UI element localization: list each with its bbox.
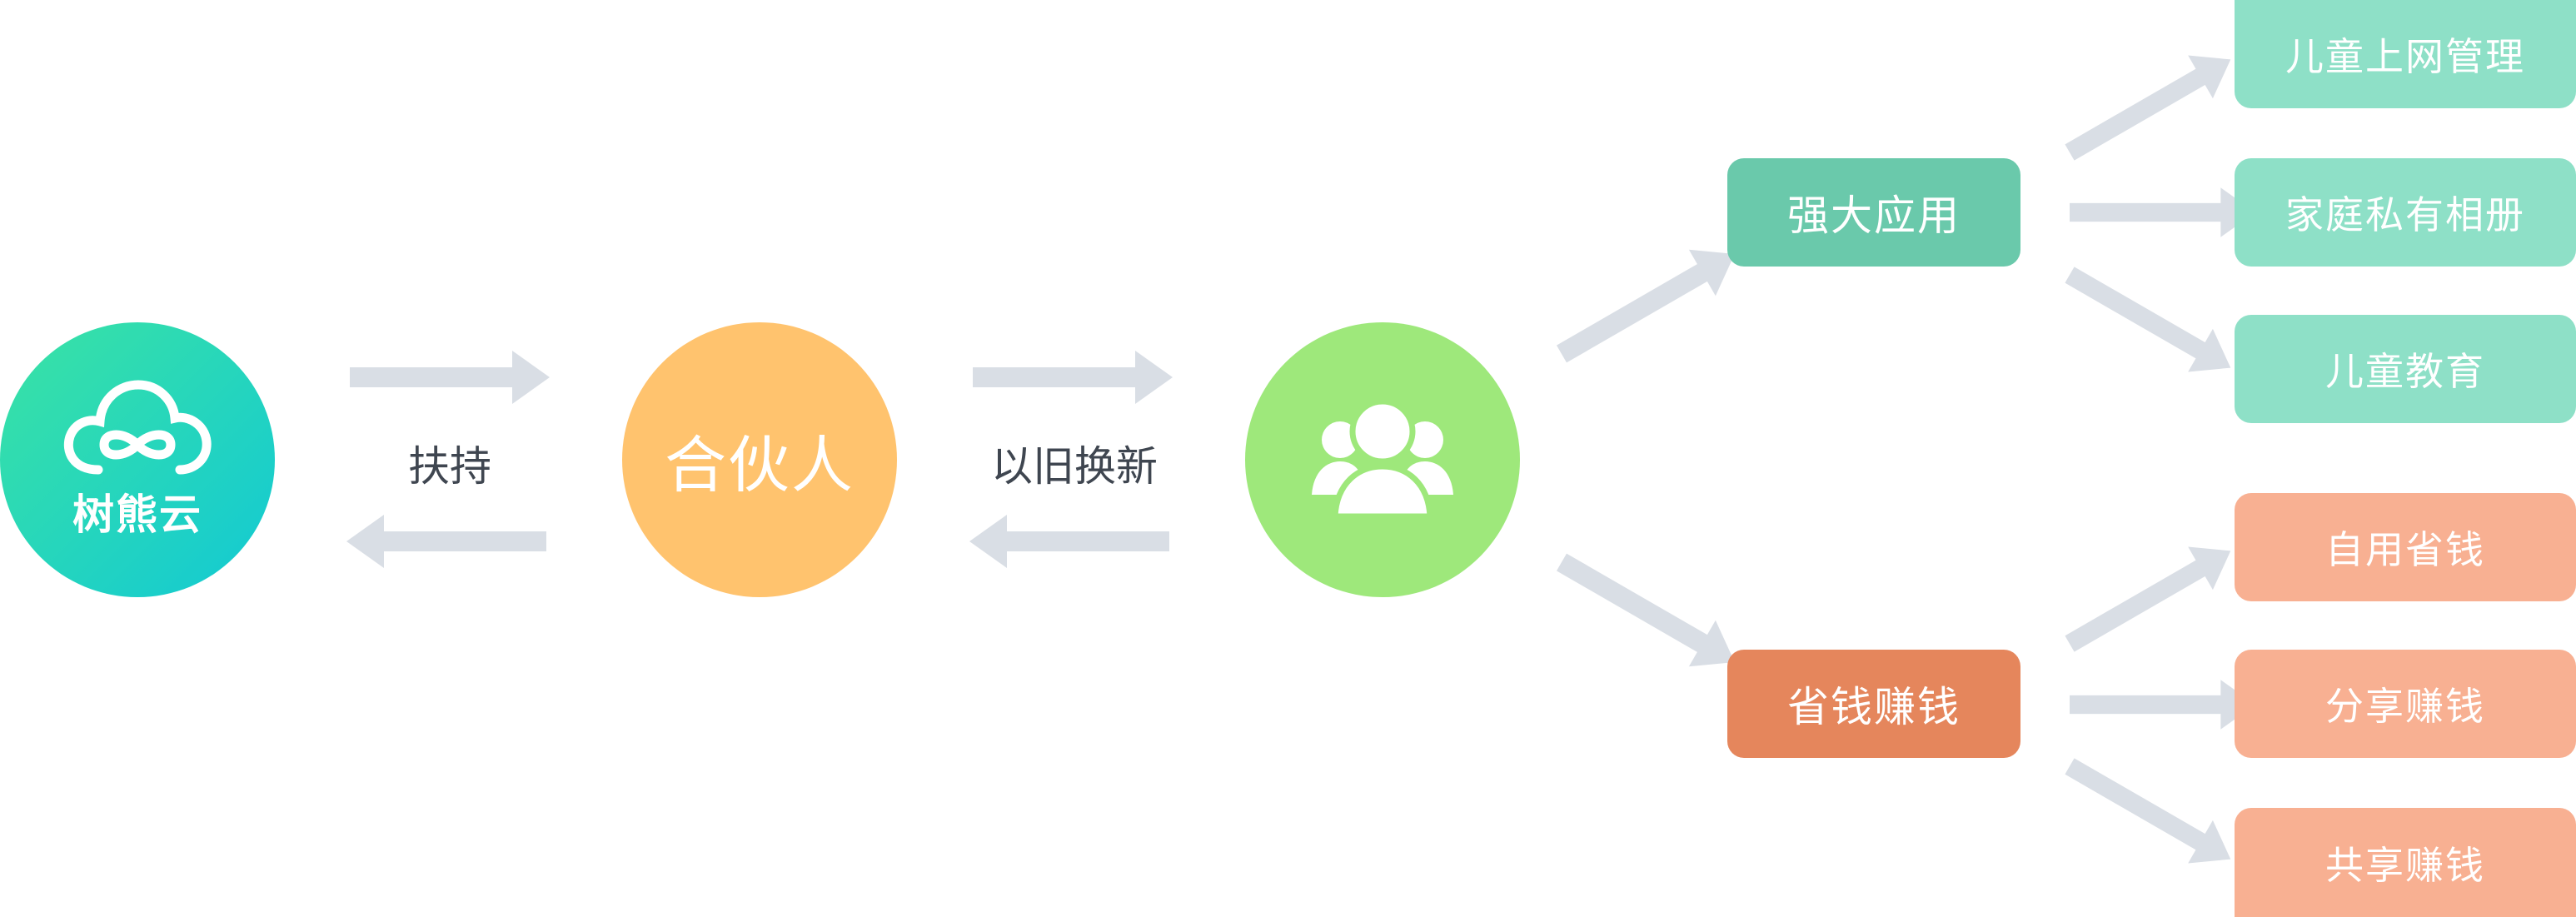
apps-item-child-education: 儿童教育 — [2235, 315, 2576, 423]
apps-item-parental-control: 儿童上网管理 — [2235, 0, 2576, 108]
partner-label: 合伙人 — [665, 429, 855, 501]
arrow-users-to-partner — [969, 515, 1169, 568]
arrow-apps-item-2 — [2070, 187, 2256, 237]
brand-node: 树熊云 — [0, 322, 275, 597]
arrow-money-item-3 — [2057, 745, 2244, 881]
category-money: 省钱赚钱 — [1727, 650, 2020, 758]
users-icon — [1312, 401, 1453, 518]
users-node — [1245, 322, 1520, 597]
money-item-self-save: 自用省钱 — [2235, 493, 2576, 601]
link-label-support: 扶持 — [408, 442, 491, 491]
money-item-co-share-earn: 共享赚钱 — [2235, 808, 2576, 917]
category-apps: 强大应用 — [1727, 158, 2020, 267]
arrow-apps-item-3 — [2057, 253, 2244, 390]
arrow-money-item-2 — [2070, 680, 2256, 730]
arrow-users-to-apps — [1548, 231, 1748, 377]
partner-node: 合伙人 — [622, 322, 897, 597]
arrow-money-item-1 — [2057, 529, 2244, 665]
cloud-logo-icon — [63, 380, 212, 475]
arrow-users-to-money — [1548, 539, 1748, 685]
apps-item-family-album: 家庭私有相册 — [2235, 158, 2576, 267]
brand-name: 树熊云 — [72, 491, 202, 539]
arrow-brand-to-partner — [350, 351, 550, 404]
arrow-apps-item-1 — [2057, 37, 2244, 174]
arrow-partner-to-brand — [346, 515, 546, 568]
money-item-share-earn: 分享赚钱 — [2235, 650, 2576, 758]
link-label-trade-in: 以旧换新 — [991, 442, 1158, 491]
arrow-partner-to-users — [973, 351, 1173, 404]
